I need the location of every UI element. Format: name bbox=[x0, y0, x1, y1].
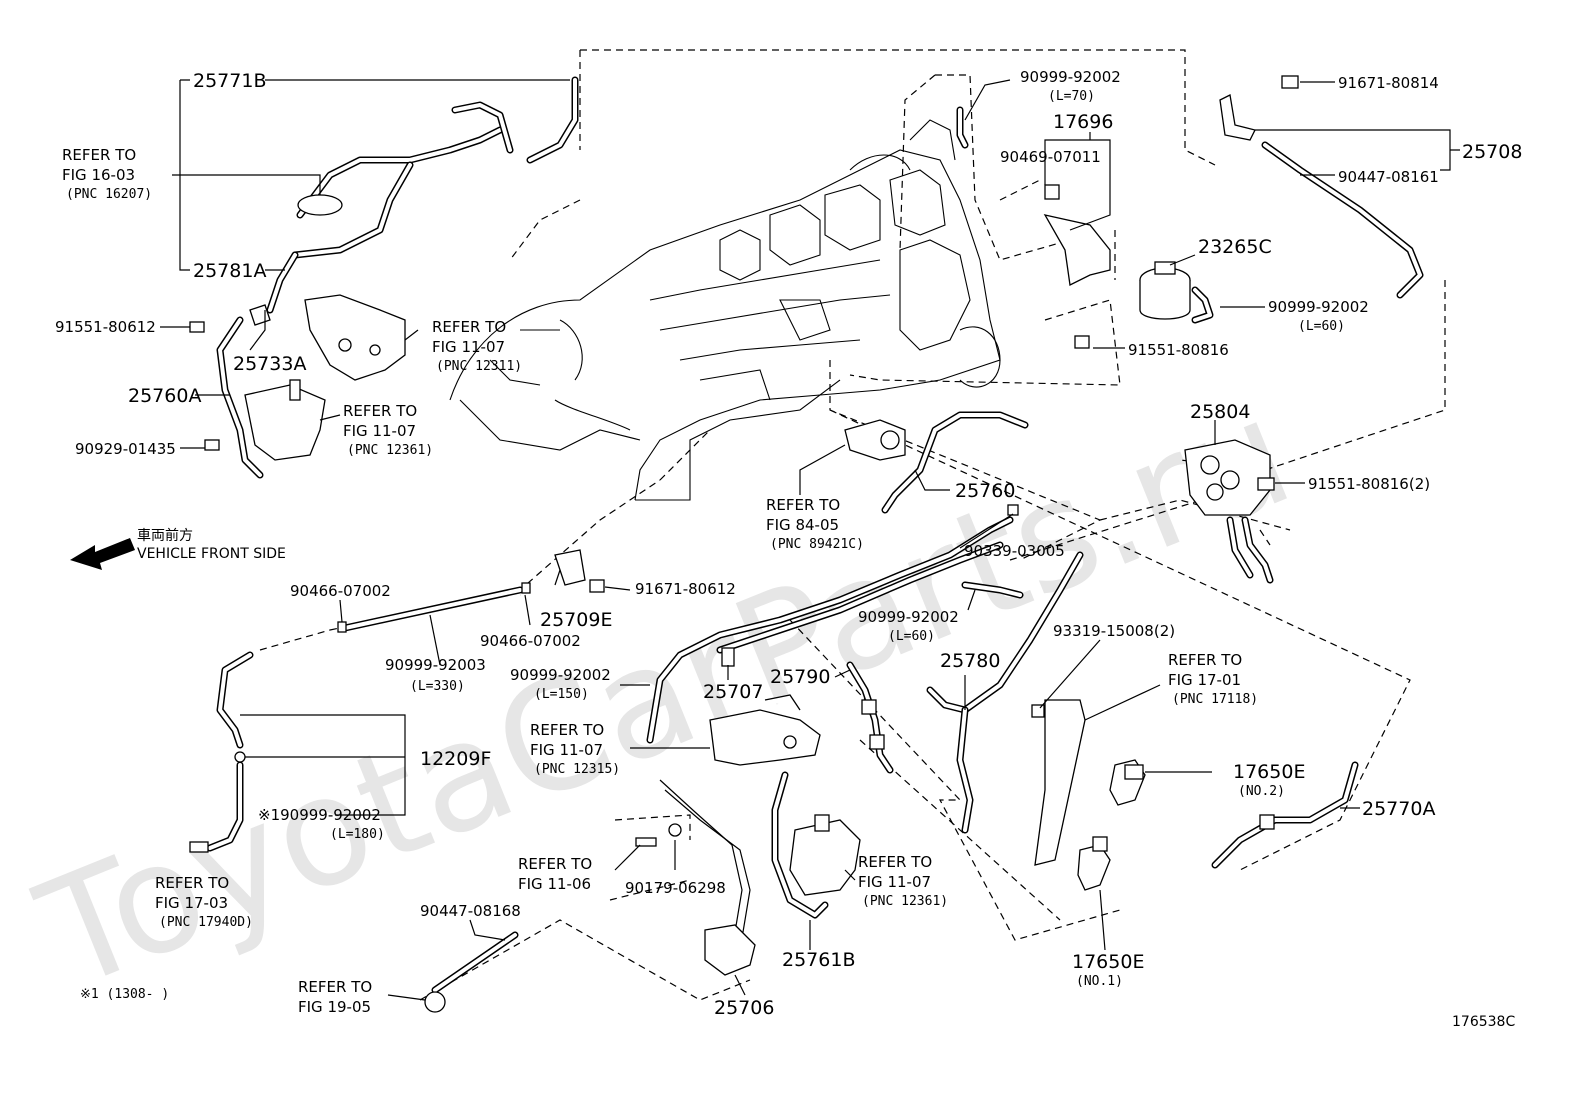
label-90179-06298: 90179-06298 bbox=[625, 879, 726, 897]
svg-text:REFER TO: REFER TO bbox=[432, 318, 506, 336]
label-91551-80816: 91551-80816 bbox=[1128, 341, 1229, 359]
part-shapes bbox=[70, 75, 1299, 1013]
label-17696: 17696 bbox=[1053, 111, 1113, 133]
labels: 25771B 25781A 91551-80612 25733A 25760A … bbox=[55, 68, 1522, 1030]
hoses bbox=[206, 76, 1424, 994]
svg-text:(PNC 89421C): (PNC 89421C) bbox=[770, 537, 864, 552]
svg-text:REFER TO: REFER TO bbox=[518, 855, 592, 873]
leader-lines bbox=[160, 79, 1460, 1001]
svg-text:(PNC 12361): (PNC 12361) bbox=[347, 443, 433, 458]
label-93319-15008: 93319-15008(2) bbox=[1053, 622, 1175, 640]
direction-label-jp: 車両前方 bbox=[137, 527, 193, 544]
label-91671-80814: 91671-80814 bbox=[1338, 74, 1439, 92]
ref-fig-84-05: REFER TO FIG 84-05 (PNC 89421C) bbox=[766, 496, 864, 552]
svg-text:FIG 17-01: FIG 17-01 bbox=[1168, 671, 1241, 689]
label-90999-92002-top: 90999-92002 bbox=[1020, 68, 1121, 86]
svg-text:REFER TO: REFER TO bbox=[766, 496, 840, 514]
label-90447-08161: 90447-08161 bbox=[1338, 168, 1439, 186]
label-90999-92003: 90999-92003 bbox=[385, 656, 486, 674]
label-91551-80612: 91551-80612 bbox=[55, 318, 156, 336]
label-190999-92002-len: (L=180) bbox=[330, 827, 385, 842]
label-91671-80612: 91671-80612 bbox=[635, 580, 736, 598]
label-90469-07011: 90469-07011 bbox=[1000, 148, 1101, 166]
label-25761B: 25761B bbox=[782, 949, 855, 971]
label-90999-92002-m-len: (L=60) bbox=[888, 629, 935, 644]
svg-text:FIG 84-05: FIG 84-05 bbox=[766, 516, 839, 534]
label-91551-80816-2: 91551-80816(2) bbox=[1308, 475, 1430, 493]
svg-text:FIG 11-07: FIG 11-07 bbox=[432, 338, 505, 356]
svg-text:(PNC 12315): (PNC 12315) bbox=[534, 762, 620, 777]
label-25760: 25760 bbox=[955, 480, 1015, 502]
label-25708: 25708 bbox=[1462, 141, 1522, 163]
label-17650E-no1: 17650E bbox=[1072, 951, 1144, 973]
label-25707: 25707 bbox=[703, 681, 763, 703]
label-90999-92002-top-len: (L=70) bbox=[1048, 89, 1095, 104]
svg-text:FIG 11-07: FIG 11-07 bbox=[343, 422, 416, 440]
svg-text:REFER TO: REFER TO bbox=[62, 146, 136, 164]
direction-label-en: VEHICLE FRONT SIDE bbox=[137, 546, 286, 562]
label-23265C: 23265C bbox=[1198, 236, 1272, 258]
label-25770A: 25770A bbox=[1362, 798, 1435, 820]
label-90999-92003-len: (L=330) bbox=[410, 679, 465, 694]
label-25733A: 25733A bbox=[233, 353, 306, 375]
svg-text:FIG 17-03: FIG 17-03 bbox=[155, 894, 228, 912]
svg-text:REFER TO: REFER TO bbox=[530, 721, 604, 739]
label-17650E-no1-num: (NO.1) bbox=[1076, 974, 1123, 989]
ref-fig-16-03: REFER TO FIG 16-03 (PNC 16207) bbox=[62, 146, 152, 202]
label-25709E: 25709E bbox=[540, 609, 612, 631]
svg-text:REFER TO: REFER TO bbox=[1168, 651, 1242, 669]
label-25804: 25804 bbox=[1190, 401, 1250, 423]
footnote: ※1 (1308- ) bbox=[80, 987, 169, 1002]
label-25790: 25790 bbox=[770, 666, 830, 688]
label-90999-92002-r-len: (L=60) bbox=[1298, 319, 1345, 334]
label-25781A: 25781A bbox=[193, 260, 266, 282]
ref-fig-11-07-a: REFER TO FIG 11-07 (PNC 12311) bbox=[432, 318, 522, 374]
diagram-id: 176538C bbox=[1452, 1014, 1515, 1030]
ref-fig-11-07-c: REFER TO FIG 11-07 (PNC 12315) bbox=[530, 721, 620, 777]
label-90466-07002-a: 90466-07002 bbox=[290, 582, 391, 600]
ref-fig-11-07-b: REFER TO FIG 11-07 (PNC 12361) bbox=[343, 402, 433, 458]
label-25771B: 25771B bbox=[193, 70, 266, 92]
label-25760A: 25760A bbox=[128, 385, 201, 407]
label-90929-01435: 90929-01435 bbox=[75, 440, 176, 458]
svg-text:FIG 11-07: FIG 11-07 bbox=[858, 873, 931, 891]
svg-text:FIG 19-05: FIG 19-05 bbox=[298, 998, 371, 1016]
label-17650E-no2-num: (NO.2) bbox=[1238, 784, 1285, 799]
svg-text:FIG 11-06: FIG 11-06 bbox=[518, 875, 591, 893]
label-190999-92002: ※190999-92002 bbox=[258, 806, 381, 824]
svg-text:(PNC 16207): (PNC 16207) bbox=[66, 187, 152, 202]
svg-text:REFER TO: REFER TO bbox=[298, 978, 372, 996]
svg-text:REFER TO: REFER TO bbox=[858, 853, 932, 871]
label-90999-92002-150-len: (L=150) bbox=[534, 687, 589, 702]
label-90999-92002-r: 90999-92002 bbox=[1268, 298, 1369, 316]
svg-text:FIG 11-07: FIG 11-07 bbox=[530, 741, 603, 759]
svg-text:FIG 16-03: FIG 16-03 bbox=[62, 166, 135, 184]
ref-fig-11-06: REFER TO FIG 11-06 bbox=[518, 855, 592, 893]
label-12209F: 12209F bbox=[420, 748, 491, 770]
label-90447-08168: 90447-08168 bbox=[420, 902, 521, 920]
front-arrow-icon bbox=[70, 538, 135, 570]
label-25706: 25706 bbox=[714, 997, 774, 1019]
svg-text:(PNC 17940D): (PNC 17940D) bbox=[159, 915, 253, 930]
label-17650E-no2: 17650E bbox=[1233, 761, 1305, 783]
svg-text:(PNC 17118): (PNC 17118) bbox=[1172, 692, 1258, 707]
ref-fig-11-07-d: REFER TO FIG 11-07 (PNC 12361) bbox=[858, 853, 948, 909]
ref-fig-19-05: REFER TO FIG 19-05 bbox=[298, 978, 372, 1016]
engine-outline bbox=[449, 119, 1001, 501]
ref-fig-17-01: REFER TO FIG 17-01 (PNC 17118) bbox=[1168, 651, 1258, 707]
label-25780: 25780 bbox=[940, 650, 1000, 672]
label-90999-92002-m: 90999-92002 bbox=[858, 608, 959, 626]
svg-text:(PNC 12361): (PNC 12361) bbox=[862, 894, 948, 909]
label-90466-07002-b: 90466-07002 bbox=[480, 632, 581, 650]
label-90999-92002-150: 90999-92002 bbox=[510, 666, 611, 684]
svg-text:REFER TO: REFER TO bbox=[343, 402, 417, 420]
label-90339-03005: 90339-03005 bbox=[964, 542, 1065, 560]
ref-fig-17-03: REFER TO FIG 17-03 (PNC 17940D) bbox=[155, 874, 253, 930]
svg-text:REFER TO: REFER TO bbox=[155, 874, 229, 892]
svg-text:(PNC 12311): (PNC 12311) bbox=[436, 359, 522, 374]
